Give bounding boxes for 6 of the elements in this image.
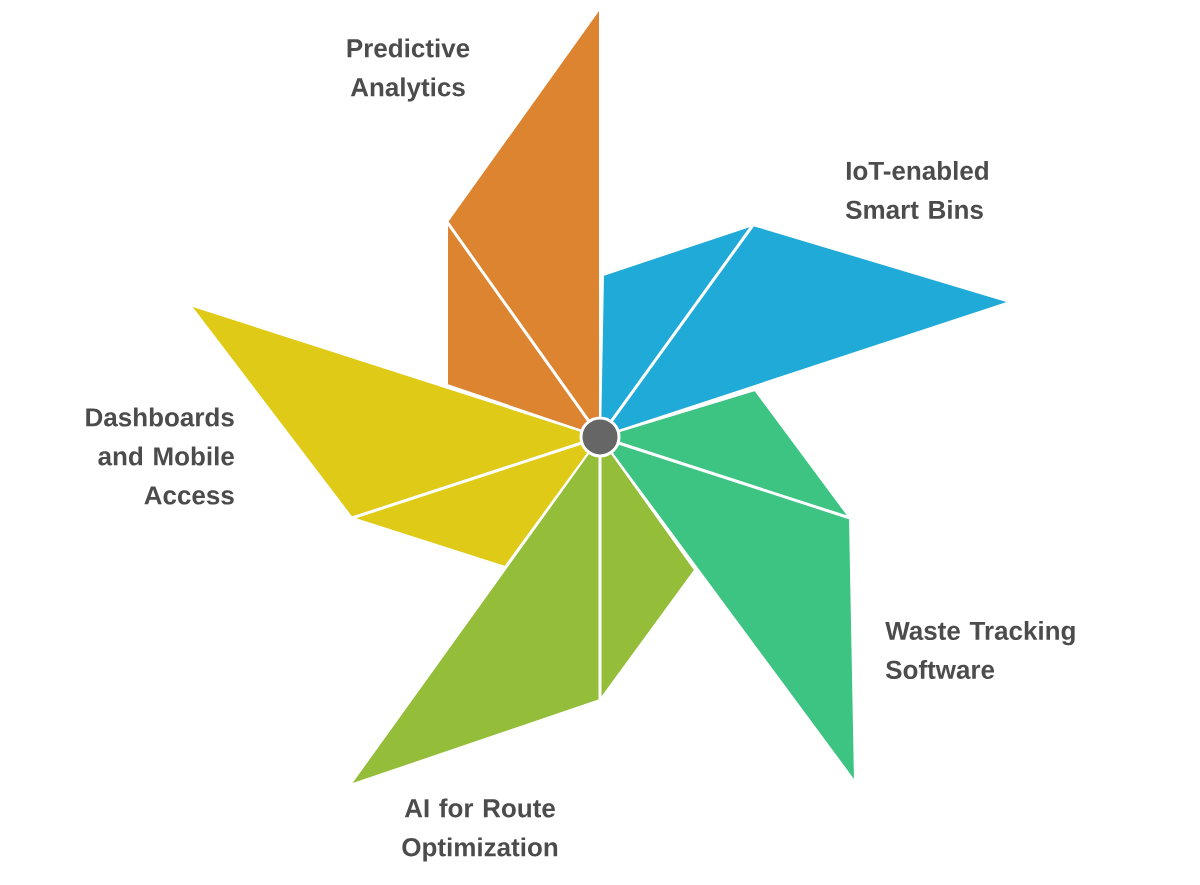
blade-label: AI for Route Optimization — [402, 798, 558, 862]
blade-label: Dashboards and Mobile Access — [86, 407, 234, 505]
hub-circle — [579, 416, 621, 458]
blade-label: Waste Tracking Software — [885, 620, 1075, 680]
blade-label: Predictive Analytics — [347, 38, 470, 102]
blade-label: IoT-enabled Smart Bins — [845, 160, 988, 220]
